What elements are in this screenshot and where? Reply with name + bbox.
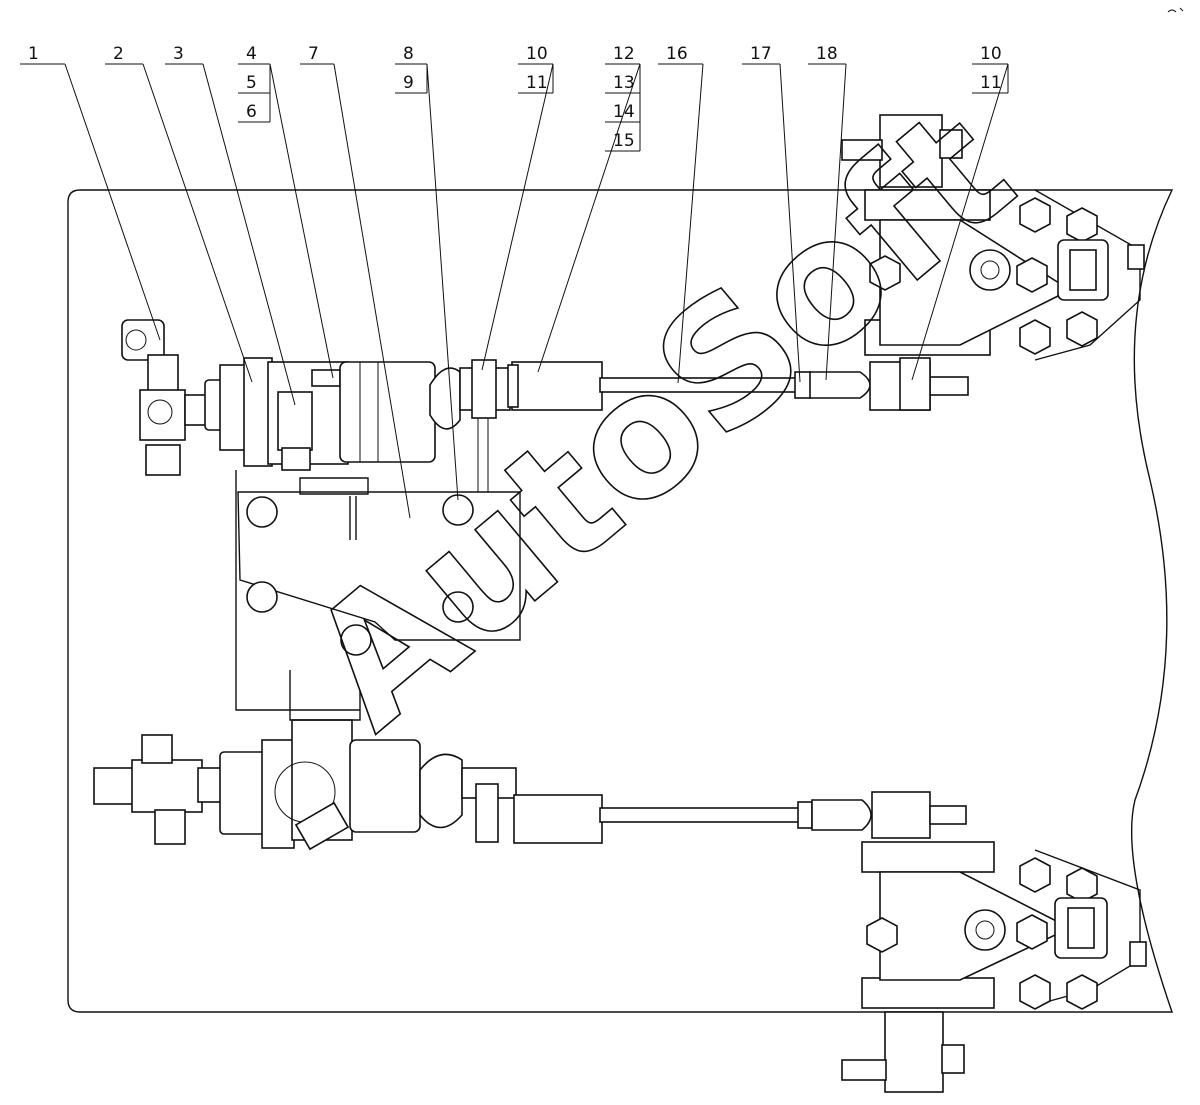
callout-c17: 17 [742, 44, 801, 383]
upper-right-mechanism [841, 114, 1145, 411]
leader-line [269, 63, 334, 379]
brake-chamber-upper [339, 361, 436, 463]
callout-number: 7 [308, 44, 319, 64]
callout-number: 16 [666, 44, 688, 64]
callout-number: 17 [750, 44, 772, 64]
leader-line [333, 63, 411, 519]
leader-line [779, 63, 801, 383]
callout-number: 4 [246, 44, 257, 64]
leader-line [142, 63, 253, 383]
corner-mark [1167, 7, 1184, 13]
lower-assembly [93, 670, 967, 851]
callout-number: 6 [246, 102, 257, 122]
leader-line [825, 63, 847, 381]
bracket-bolt [442, 591, 474, 623]
leader-line [537, 63, 641, 373]
frame-outline [67, 189, 1174, 1013]
leader-line [911, 63, 1009, 381]
callout-c3: 3 [165, 44, 296, 406]
lower-right-mechanism [841, 841, 1147, 1093]
leader-line [481, 63, 554, 371]
bracket-bolt [340, 624, 372, 656]
bracket-7 [237, 491, 521, 641]
cylinder-lower [513, 794, 603, 844]
bracket-bolt [246, 496, 278, 528]
callout-c1: 1 [20, 44, 161, 341]
callout-number: 18 [816, 44, 838, 64]
leader-line [677, 63, 704, 384]
callout-c8: 89 [395, 44, 459, 501]
leader-line [426, 63, 459, 501]
callout-number: 8 [403, 44, 414, 64]
callout-number: 1 [28, 44, 39, 64]
tee-fitting [121, 319, 165, 361]
callout-number: 15 [613, 131, 635, 151]
callout-c4: 4 5 6 [238, 44, 334, 379]
bracket-bolt [246, 581, 278, 613]
callout-c7: 7 [300, 44, 411, 519]
leader-line [64, 63, 161, 341]
callout-number: 5 [246, 73, 257, 93]
callout-c18: 18 [808, 44, 847, 381]
callout-c16: 16 [658, 44, 704, 384]
leader-line [202, 63, 296, 406]
callout-number: 12 [613, 44, 635, 64]
callout-c2: 2 [105, 44, 253, 383]
callout-number: 9 [403, 73, 414, 93]
nut-3 [277, 391, 313, 451]
callout-number: 3 [173, 44, 184, 64]
callout-number: 10 [526, 44, 548, 64]
callout-number: 11 [980, 73, 1002, 93]
callout-number: 13 [613, 73, 635, 93]
callout-number: 11 [526, 73, 548, 93]
callout-number: 10 [980, 44, 1002, 64]
callout-number: 2 [113, 44, 124, 64]
bolt-4 [311, 369, 341, 387]
